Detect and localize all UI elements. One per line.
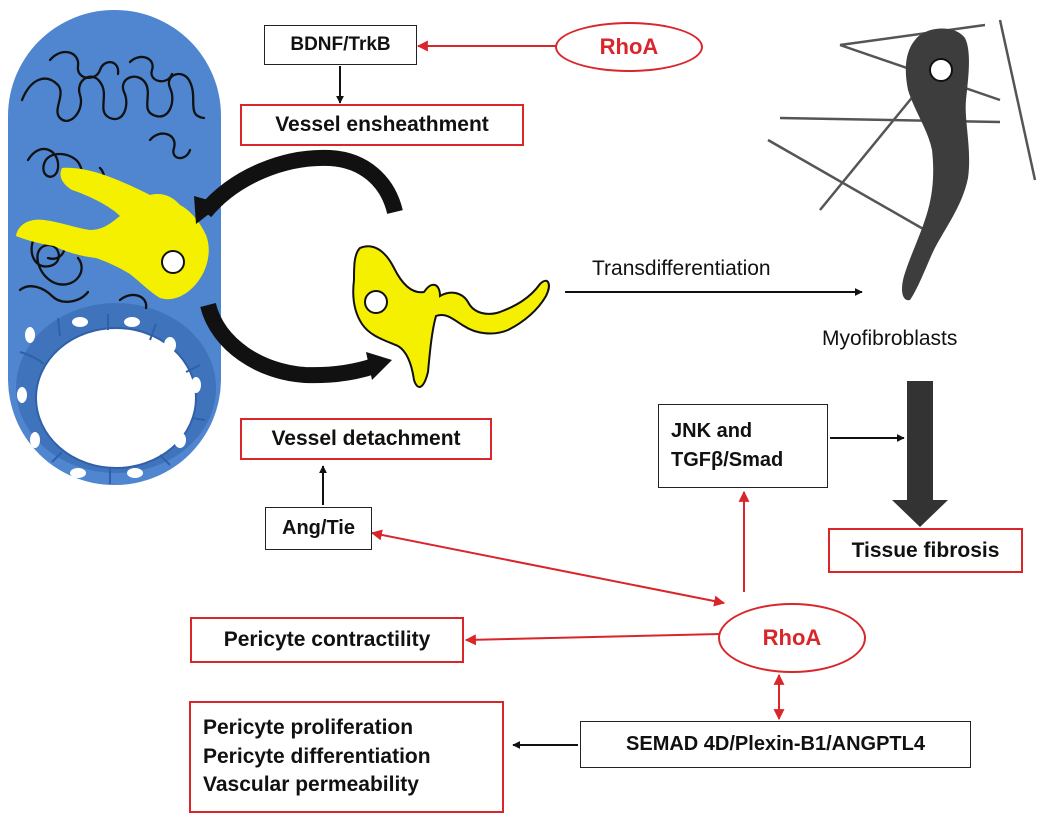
cycle-arrow-top: [198, 149, 403, 218]
tissue-fibrosis-box: Tissue fibrosis: [828, 528, 1023, 573]
vessel-detachment-box: Vessel detachment: [240, 418, 492, 460]
myofibroblasts-label: Myofibroblasts: [822, 327, 958, 350]
myofibroblast-nucleus: [929, 58, 953, 82]
outcome-proliferation: Pericyte proliferation: [203, 715, 414, 739]
attached-pericyte: [16, 167, 209, 300]
ang-tie-box: Ang/Tie: [265, 507, 372, 550]
pericyte-nucleus: [161, 250, 185, 274]
transdifferentiation-label: Transdifferentiation: [592, 257, 771, 280]
ang-tie-label: Ang/Tie: [282, 517, 355, 539]
detached-pericyte-nucleus: [364, 290, 388, 314]
myofibroblast-cell: [902, 28, 970, 301]
arrow-rhoa-to-contractility: [464, 633, 721, 646]
vessel-detachment-label: Vessel detachment: [271, 427, 461, 450]
rhoa-center-label: RhoA: [762, 625, 822, 650]
rhoa-top-label: RhoA: [599, 34, 659, 59]
vessel-ensheathment-label: Vessel ensheathment: [275, 113, 489, 136]
myofibroblast-fibers: [767, 19, 1037, 232]
outcomes-box: Pericyte proliferation Pericyte differen…: [189, 701, 504, 813]
jnk-line2: TGFβ/Smad: [671, 449, 784, 471]
semad-box: SEMAD 4D/Plexin-B1/ANGPTL4: [580, 721, 971, 768]
jnk-line1: JNK and: [671, 420, 753, 442]
outcome-permeability: Vascular permeability: [203, 773, 419, 797]
pericyte-contractility-label: Pericyte contractility: [223, 628, 431, 651]
bdnf-trkb-label: BDNF/TrkB: [290, 34, 391, 55]
matrix-fibers: [18, 50, 206, 310]
outcome-differentiation: Pericyte differentiation: [203, 744, 431, 768]
cycle-arrowhead-bottom: [366, 352, 392, 380]
fibrosis-block-arrow: [892, 381, 948, 527]
cycle-arrow-bottom: [200, 302, 377, 384]
bdnf-trkb-box: BDNF/TrkB: [264, 25, 417, 65]
pericyte-contractility-box: Pericyte contractility: [190, 617, 464, 663]
rhoa-top-node: RhoA: [555, 22, 703, 72]
detached-pericyte: [352, 245, 550, 388]
rhoa-center-node: RhoA: [718, 603, 866, 673]
arrow-rhoa-angtie: [370, 529, 726, 607]
tissue-fibrosis-label: Tissue fibrosis: [851, 538, 1000, 562]
cycle-arrowhead-top: [194, 196, 222, 224]
semad-label: SEMAD 4D/Plexin-B1/ANGPTL4: [626, 733, 925, 755]
jnk-tgfb-box: JNK and TGFβ/Smad: [658, 404, 828, 488]
vessel-ensheathment-box: Vessel ensheathment: [240, 104, 524, 146]
